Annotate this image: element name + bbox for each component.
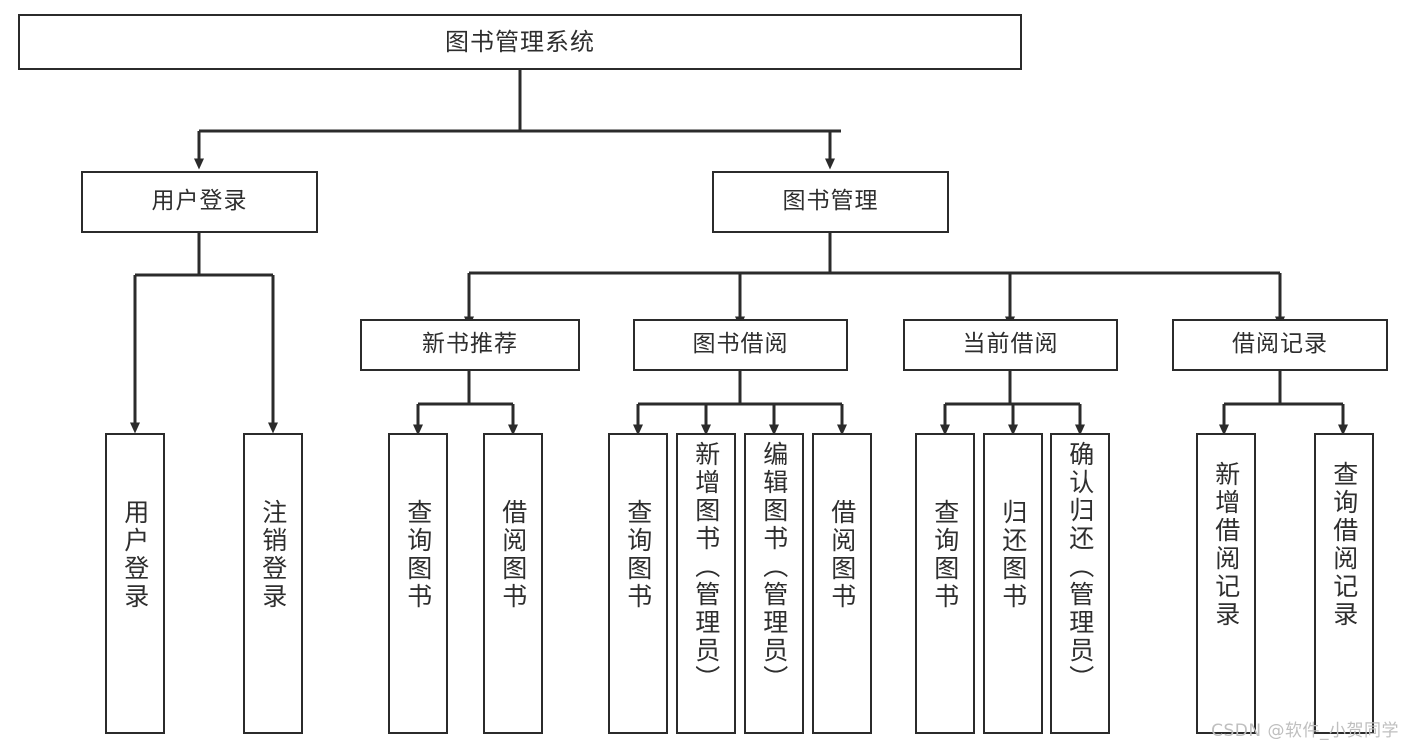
- node-book-borrow-label: 图书借阅: [692, 331, 789, 358]
- node-leaf-return-book-label: 归还图书: [998, 499, 1028, 611]
- node-leaf-user-logout-label: 注销登录: [258, 499, 288, 611]
- node-leaf-add-book[interactable]: 新增图书（管理员）: [676, 433, 736, 734]
- node-book-borrow[interactable]: 图书借阅: [633, 319, 848, 371]
- node-leaf-add-record[interactable]: 新增借阅记录: [1196, 433, 1256, 734]
- node-user-login-label: 用户登录: [151, 188, 248, 215]
- node-leaf-query-book-2[interactable]: 查询图书: [608, 433, 668, 734]
- node-leaf-query-book-1-label: 查询图书: [403, 499, 433, 611]
- node-leaf-query-book-3-label: 查询图书: [930, 499, 960, 611]
- node-leaf-borrow-book-1-label: 借阅图书: [498, 499, 528, 611]
- node-leaf-confirm-return[interactable]: 确认归还（管理员）: [1050, 433, 1110, 734]
- node-user-login[interactable]: 用户登录: [81, 171, 318, 233]
- node-leaf-add-book-label: 新增图书（管理员）: [691, 441, 721, 693]
- node-root[interactable]: 图书管理系统: [18, 14, 1022, 70]
- node-book-manage[interactable]: 图书管理: [712, 171, 949, 233]
- node-leaf-query-book-3[interactable]: 查询图书: [915, 433, 975, 734]
- node-current-borrow-label: 当前借阅: [962, 331, 1059, 358]
- node-leaf-user-login[interactable]: 用户登录: [105, 433, 165, 734]
- node-new-book-recommend[interactable]: 新书推荐: [360, 319, 580, 371]
- node-leaf-query-book-1[interactable]: 查询图书: [388, 433, 448, 734]
- node-leaf-edit-book[interactable]: 编辑图书（管理员）: [744, 433, 804, 734]
- watermark-text: CSDN @软件_小贺同学: [1211, 721, 1399, 741]
- node-leaf-return-book[interactable]: 归还图书: [983, 433, 1043, 734]
- node-borrow-record[interactable]: 借阅记录: [1172, 319, 1388, 371]
- node-new-book-recommend-label: 新书推荐: [422, 331, 518, 358]
- node-leaf-confirm-return-label: 确认归还（管理员）: [1065, 441, 1095, 693]
- node-leaf-user-login-label: 用户登录: [120, 499, 150, 611]
- node-borrow-record-label: 借阅记录: [1232, 331, 1328, 358]
- node-leaf-add-record-label: 新增借阅记录: [1211, 461, 1241, 629]
- node-leaf-query-record[interactable]: 查询借阅记录: [1314, 433, 1374, 734]
- node-current-borrow[interactable]: 当前借阅: [903, 319, 1118, 371]
- node-leaf-query-record-label: 查询借阅记录: [1329, 461, 1359, 629]
- node-leaf-borrow-book-2[interactable]: 借阅图书: [812, 433, 872, 734]
- node-book-manage-label: 图书管理: [782, 188, 879, 215]
- node-leaf-borrow-book-1[interactable]: 借阅图书: [483, 433, 543, 734]
- node-leaf-borrow-book-2-label: 借阅图书: [827, 499, 857, 611]
- node-leaf-edit-book-label: 编辑图书（管理员）: [759, 441, 789, 693]
- node-root-label: 图书管理系统: [445, 27, 595, 56]
- node-leaf-user-logout[interactable]: 注销登录: [243, 433, 303, 734]
- node-leaf-query-book-2-label: 查询图书: [623, 499, 653, 611]
